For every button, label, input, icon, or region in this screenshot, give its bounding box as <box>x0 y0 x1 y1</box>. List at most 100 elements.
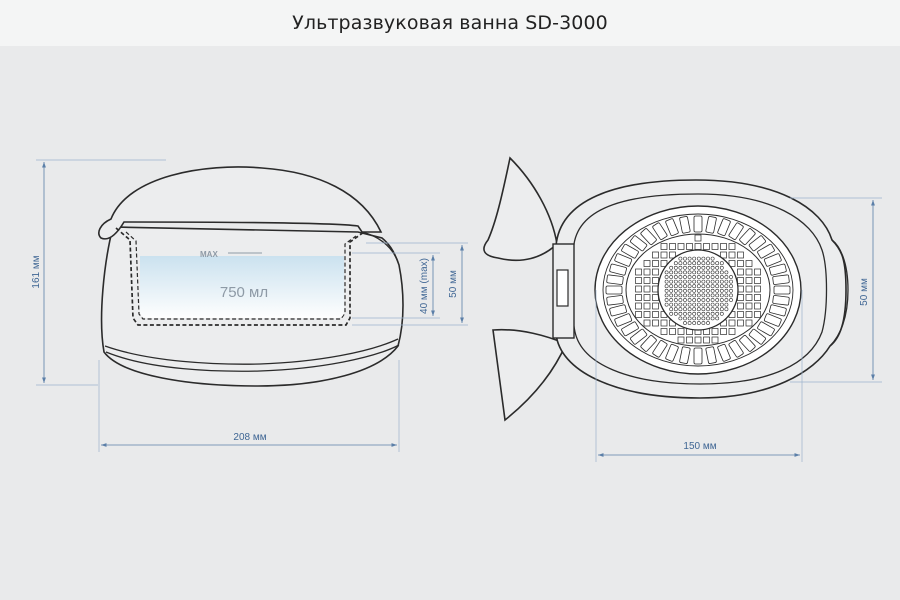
transducer-dot <box>706 275 710 279</box>
transducer-dot <box>687 293 692 298</box>
grid-hole <box>711 336 719 344</box>
basket-slot <box>769 304 787 317</box>
transducer-dot <box>719 261 724 266</box>
transducer-dot <box>706 302 710 307</box>
transducer-dot <box>687 311 692 316</box>
grid-hole <box>720 251 727 259</box>
transducer-dot <box>719 311 724 316</box>
grid-hole <box>652 260 659 267</box>
grid-hole <box>745 285 753 293</box>
basket-slot <box>621 243 639 259</box>
grid-hole <box>660 243 668 250</box>
basket-slot <box>728 222 744 240</box>
transducer-dot <box>664 275 669 279</box>
transducer-dot <box>715 270 720 275</box>
basket-slot <box>757 243 775 259</box>
side-lid <box>98 166 383 240</box>
transducer-dot <box>687 302 692 307</box>
transducer-dot <box>692 288 697 293</box>
transducer-dot <box>715 298 720 302</box>
transducer-dot <box>664 270 669 275</box>
basket-slot <box>769 263 787 276</box>
top-open-lid <box>483 156 558 262</box>
transducer-dot <box>692 270 697 275</box>
transducer-dot <box>701 256 706 261</box>
transducer-dot <box>692 302 697 307</box>
basket-slot <box>679 216 691 234</box>
grid-hole <box>643 319 651 327</box>
transducer-dot <box>678 288 683 293</box>
basket-slot <box>614 253 633 267</box>
transducer-dot <box>683 284 687 289</box>
basket-slot <box>763 253 782 267</box>
grid-hole <box>686 336 693 344</box>
transducer-dot <box>706 256 710 261</box>
transducer-dot <box>710 311 715 316</box>
grid-hole <box>737 319 744 327</box>
transducer-dot <box>678 293 683 298</box>
transducer-dot <box>673 302 678 307</box>
basket-slot <box>705 216 717 234</box>
basket-slot <box>606 295 624 306</box>
transducer-dot <box>687 284 692 289</box>
grid-hole <box>745 277 753 284</box>
transducer-dot <box>696 270 701 275</box>
grid-hole <box>643 260 651 267</box>
transducer-dot <box>706 270 710 275</box>
grid-hole <box>694 336 702 344</box>
transducer-dot <box>683 270 687 275</box>
transducer-dot <box>678 298 683 302</box>
grid-hole <box>652 319 659 327</box>
grid-hole <box>694 234 702 242</box>
dim-liquid-depth-label: 40 мм (max) <box>419 258 430 314</box>
transducer-dot <box>710 316 715 321</box>
transducer-dot <box>692 265 697 270</box>
grid-hole <box>652 302 659 310</box>
transducer-dot <box>678 275 683 279</box>
basket-slot <box>640 228 657 245</box>
transducer-dot <box>692 311 697 316</box>
transducer-dot <box>710 279 715 284</box>
transducer-dot <box>683 288 687 293</box>
basket-slot <box>665 343 679 362</box>
transducer-dot <box>724 293 729 298</box>
transducer-dot <box>706 284 710 289</box>
title-bar: Ультразвуковая ванна SD-3000 <box>0 0 900 46</box>
transducer-dot <box>669 298 674 302</box>
transducer-dot <box>696 284 701 289</box>
transducer-dot <box>687 321 692 325</box>
transducer-dot <box>729 275 733 279</box>
transducer-dot <box>706 265 710 270</box>
transducer-dot <box>719 265 724 270</box>
side-tank-outline <box>115 227 365 326</box>
grid-hole <box>677 328 685 335</box>
basket-slot <box>652 222 668 240</box>
transducer-dot <box>724 307 729 312</box>
transducer-dot <box>724 284 729 289</box>
transducer-dot <box>701 279 706 284</box>
basket-slot <box>630 235 648 252</box>
transducer-dot <box>710 298 715 302</box>
grid-hole <box>728 328 736 335</box>
transducer-dot <box>719 302 724 307</box>
transducer-dot <box>678 316 683 321</box>
transducer-dot <box>678 284 683 289</box>
basket-slot <box>763 313 782 327</box>
grid-hole <box>703 243 710 250</box>
basket-slot <box>717 343 731 362</box>
transducer-dot <box>673 298 678 302</box>
transducer-dot <box>724 288 729 293</box>
transducer-dot <box>664 298 669 302</box>
grid-hole <box>737 302 744 310</box>
transducer-dot <box>673 288 678 293</box>
transducer-dot <box>669 311 674 316</box>
grid-hole <box>737 268 744 276</box>
transducer-dot <box>673 265 678 270</box>
transducer-dot <box>678 302 683 307</box>
transducer-dot <box>683 261 687 266</box>
transducer-dot <box>669 284 674 289</box>
transducer-dot <box>710 270 715 275</box>
basket-slot <box>609 263 627 276</box>
transducer-dot <box>701 284 706 289</box>
transducer-dot <box>724 270 729 275</box>
